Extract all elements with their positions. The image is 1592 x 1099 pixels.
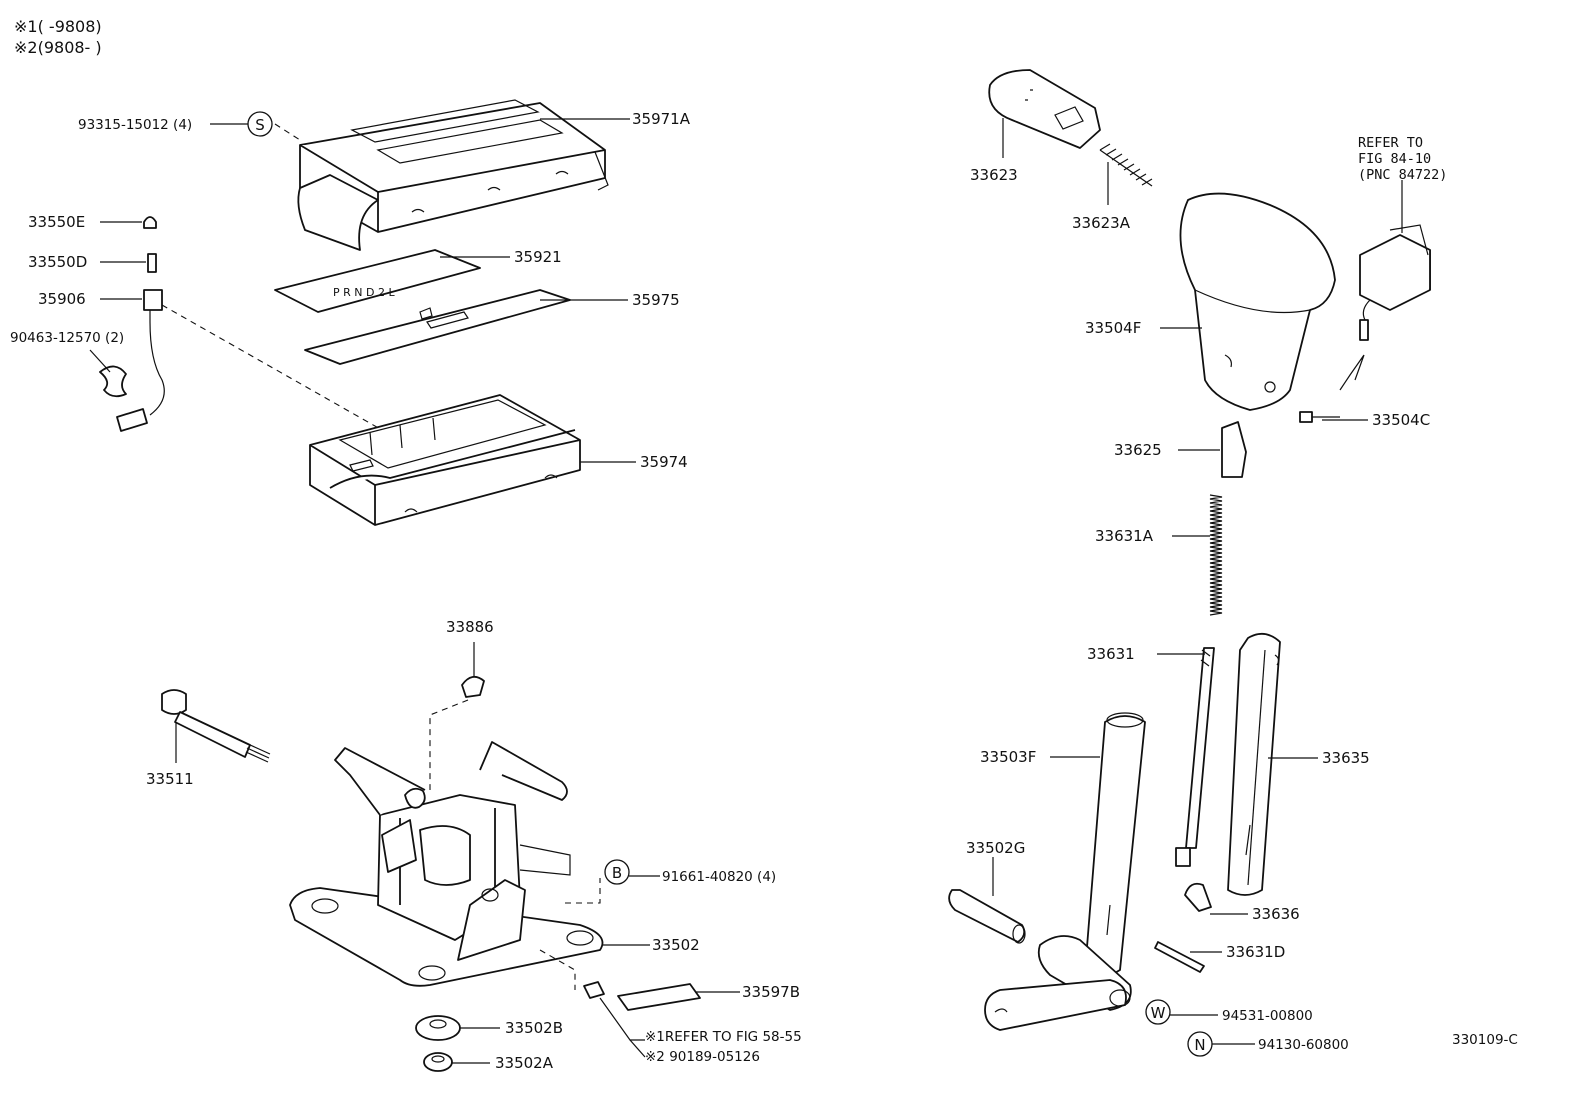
label-90463-12570: 90463-12570 (2) [10,330,124,346]
label-33597B: 33597B [742,983,800,1001]
label-35971A: 35971A [632,110,691,128]
note-1: ※1( -9808) [14,17,102,36]
label-33631D: 33631D [1226,943,1285,961]
part-33635-lever [1227,632,1281,896]
label-94531-00800: 94531-00800 [1222,1008,1313,1024]
figure-code: 330109-C [1452,1032,1518,1048]
label-35921: 35921 [514,248,562,266]
label-33635: 33635 [1322,749,1370,767]
note-2: ※2(9808- ) [14,38,102,57]
part-33503F-lever-shaft [984,712,1146,1031]
part-33504C-screw [1299,411,1340,423]
symbol-s [247,111,273,137]
label-33623A: 33623A [1072,214,1131,232]
label-33631: 33631 [1087,645,1135,663]
svg-text:P R N D 2 L: P R N D 2 L [333,286,395,299]
part-90189-bolt [583,981,605,999]
part-33511-bolt [161,689,271,763]
part-35921-plate: P R N D 2 L [274,249,481,313]
symbol-n-text: N [1194,1036,1205,1054]
part-35974-housing [309,394,581,526]
label-91661-40820: 91661-40820 (4) [662,869,776,885]
symbol-s-text: S [255,116,265,134]
label-33511: 33511 [146,770,194,788]
part-35906-socket [116,289,165,432]
label-33550D: 33550D [28,253,87,271]
label-33636: 33636 [1252,905,1300,923]
label-93315-15012: 93315-15012 (4) [78,117,192,133]
label-33623: 33623 [970,166,1018,184]
label-35974: 35974 [640,453,688,471]
symbol-b [604,859,630,885]
label-33504C: 33504C [1372,411,1430,429]
refer-line-2: FIG 84-10 [1358,151,1431,167]
label-94130-60800: 94130-60800 [1258,1037,1349,1053]
label-33502A: 33502A [495,1054,554,1072]
label-33631A: 33631A [1095,527,1154,545]
label-35975: 35975 [632,291,680,309]
part-35971A-cover [297,99,609,251]
part-33625-block [1221,421,1247,478]
label-35906: 35906 [38,290,86,308]
label-33550E: 33550E [28,213,85,231]
part-33636-clip [1184,882,1212,912]
part-33597B-plate [617,983,701,1011]
label-33502: 33502 [652,936,700,954]
refer-line-3: (PNC 84722) [1358,167,1447,183]
refer-line-1: REFER TO [1358,135,1423,151]
label-ref-fig-58-55: ※1REFER TO FIG 58-55 [645,1029,802,1045]
part-33502A-collar [423,1052,453,1072]
part-33631-rod [1175,647,1215,867]
part-33550E-bulb [143,216,157,229]
symbol-b-text: B [612,864,622,882]
label-33502B: 33502B [505,1019,563,1037]
part-33623-button [988,69,1101,149]
part-33504F-knob [1179,192,1336,411]
symbol-w [1145,999,1171,1025]
label-90189-05126: ※2 90189-05126 [645,1049,760,1065]
label-33502G: 33502G [966,839,1025,857]
part-33502-base [289,741,604,987]
label-33504F: 33504F [1085,319,1141,337]
part-33502B-bushing [415,1015,461,1041]
label-33503F: 33503F [980,748,1036,766]
label-33625: 33625 [1114,441,1162,459]
symbol-w-text: W [1151,1004,1166,1022]
part-light-switch [1339,224,1431,391]
part-33550D-bulb [147,253,157,273]
part-33886-pin [461,675,485,698]
part-33631D-pin [1154,941,1205,973]
part-33631A-spring [1209,494,1223,616]
part-33623A-spring [1099,143,1153,187]
part-90463-clip [99,365,127,398]
label-33886: 33886 [446,618,494,636]
part-33502G-pin [948,889,1026,944]
